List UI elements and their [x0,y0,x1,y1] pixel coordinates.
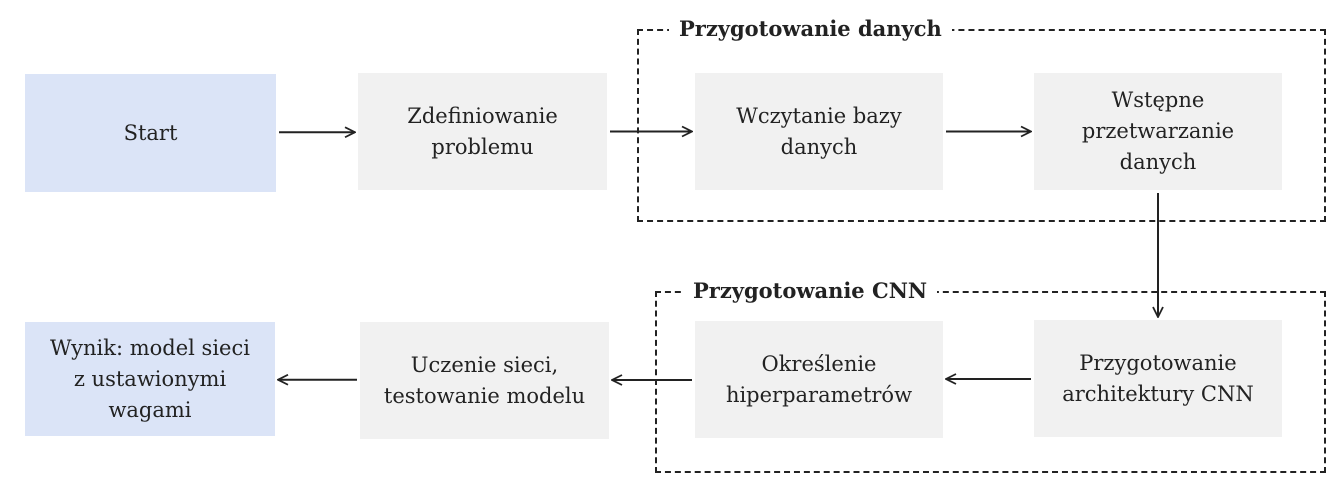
node-define-problem: Zdefiniowanie problemu [358,73,607,190]
node-define-problem-label: Zdefiniowanie problemu [407,103,558,159]
node-preprocess-data: Wstępne przetwarzanie danych [1034,73,1282,190]
node-load-database-label: Wczytanie bazy danych [736,103,902,159]
node-train-test-label: Uczenie sieci, testowanie modelu [383,352,586,408]
node-cnn-architecture-label: Przygotowanie architektury CNN [1062,350,1254,406]
node-preprocess-data-label: Wstępne przetwarzanie danych [1081,88,1235,174]
node-train-test: Uczenie sieci, testowanie modelu [360,322,609,439]
group-title-cnn-preparation: Przygotowanie CNN [683,278,938,304]
node-start: Start [25,74,276,192]
group-title-data-preparation: Przygotowanie danych [669,16,952,42]
node-hyperparameters-label: Określenie hiperparametrów [725,351,913,407]
node-start-label: Start [123,120,178,145]
node-cnn-architecture: Przygotowanie architektury CNN [1034,320,1282,437]
group-cnn-preparation: Przygotowanie CNN [655,278,1326,473]
node-load-database: Wczytanie bazy danych [695,73,943,190]
node-result-label: Wynik: model sieci z ustawionymi wagami [50,335,250,422]
group-data-preparation: Przygotowanie danych [637,16,1326,222]
node-result: Wynik: model sieci z ustawionymi wagami [25,322,275,436]
node-hyperparameters: Określenie hiperparametrów [695,321,943,438]
